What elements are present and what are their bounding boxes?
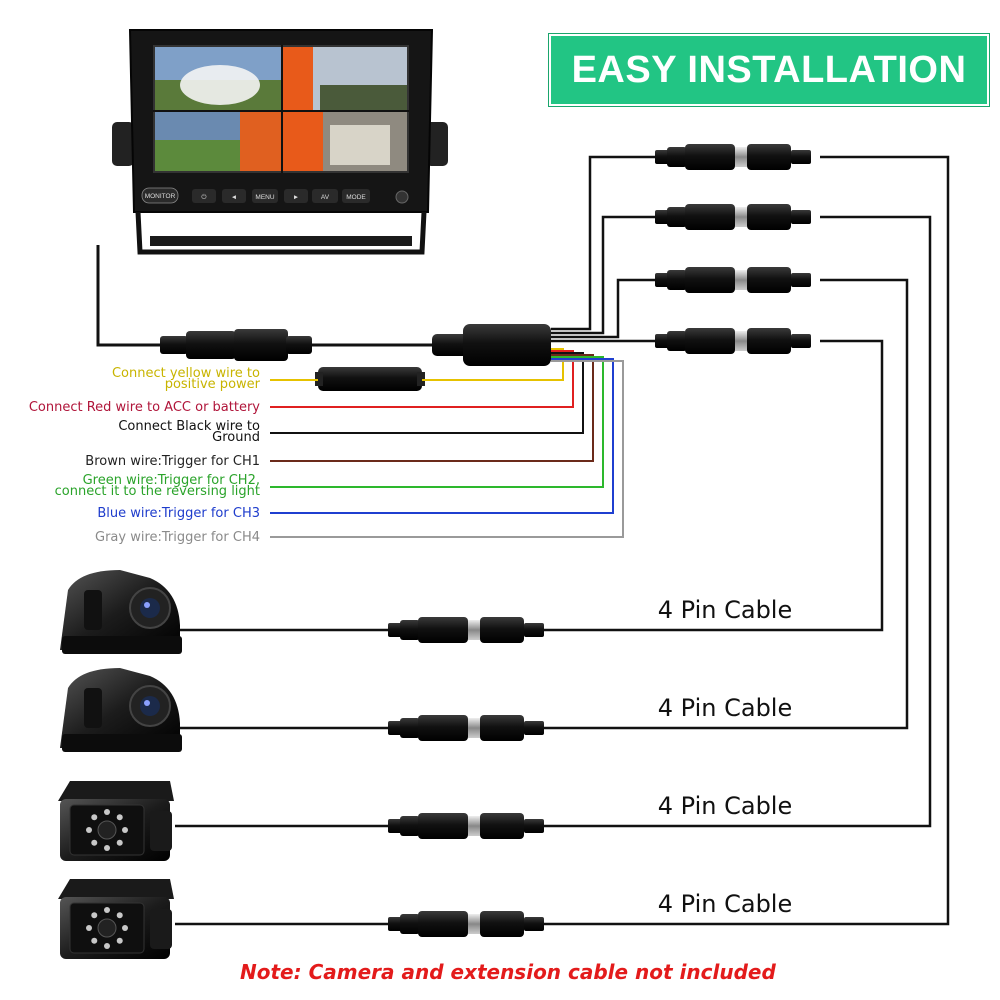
ch2-trunk-cable: [551, 215, 660, 335]
fuse-holder: [315, 367, 425, 391]
red-wire-label-line: Connect Red wire to ACC or battery: [29, 400, 260, 415]
brown-wire-label-line: Brown wire:Trigger for CH1: [85, 454, 260, 469]
brown-wire: [270, 354, 594, 462]
ir-camera-2: 4 Pin Cable: [58, 879, 792, 959]
ir-camera-1: 4 Pin Cable: [58, 781, 792, 861]
wire-harness: [270, 348, 624, 538]
green-wire-label: Green wire:Trigger for CH2,connect it to…: [55, 473, 260, 499]
yellow-wire: [422, 348, 564, 381]
ch2-extension-cable: [540, 215, 932, 828]
splitter-box: [432, 324, 551, 366]
black-wire-label-line: Ground: [212, 430, 260, 445]
blue-wire-label: Blue wire:Trigger for CH3: [97, 506, 260, 521]
header-banner: EASY INSTALLATION: [549, 34, 989, 106]
power-button[interactable]: [192, 189, 216, 203]
dome-camera-1-cable-label: 4 Pin Cable: [658, 596, 792, 624]
monitor: MONITOR ⏻ ◄ MENU ► AV MODE: [112, 29, 448, 255]
dome-camera-1-cable-connector: [388, 617, 544, 643]
green-wire-label-line: connect it to the reversing light: [55, 484, 260, 499]
ir-sensor-icon: [395, 190, 409, 204]
ir-camera-2-cable-connector: [388, 911, 544, 937]
av-connector-ch4: [655, 328, 811, 354]
monitor-stand: [135, 211, 427, 255]
av-connector-ch1: [655, 144, 811, 170]
left-button[interactable]: [222, 189, 246, 203]
cameras: 4 Pin Cable 4 Pin Cable 4 Pin Cable 4 Pin C…: [58, 570, 792, 959]
dome-camera-1: 4 Pin Cable: [60, 570, 792, 654]
ch1-extension-cable: [540, 155, 950, 926]
ch3-extension-cable: [540, 278, 909, 730]
ir-camera-1-cable-label: 4 Pin Cable: [658, 792, 792, 820]
ir-camera-1-cable-connector: [388, 813, 544, 839]
right-button[interactable]: [284, 189, 308, 203]
av-connector-ch2: [655, 204, 811, 230]
blue-wire: [270, 358, 614, 514]
black-wire: [270, 352, 584, 434]
monitor-logo-badge: [141, 187, 179, 204]
mode-button[interactable]: [342, 189, 370, 203]
video-trunk-cables: [540, 155, 950, 926]
ir-camera-2-cable-label: 4 Pin Cable: [658, 890, 792, 918]
monitor-button-bar: MONITOR ⏻ ◄ MENU ► AV MODE: [141, 187, 409, 204]
footer-note: Note: Camera and extension cable not inc…: [240, 960, 776, 984]
red-wire: [270, 350, 574, 408]
menu-button-label: MENU: [255, 194, 274, 201]
power-icon: ⏻: [201, 194, 206, 201]
av-connector-ch3: [655, 267, 811, 293]
dome-camera-2-cable-connector: [388, 715, 544, 741]
gray-wire-label-line: Gray wire:Trigger for CH4: [95, 530, 260, 545]
left-arrow-icon: ◄: [231, 194, 237, 201]
monitor-connector: [160, 329, 312, 361]
yellow-wire-label-line: Connect yellow wire to: [112, 366, 260, 381]
black-wire-label-line: Connect Black wire to: [118, 419, 260, 434]
dome-camera-2: 4 Pin Cable: [60, 668, 792, 752]
menu-button[interactable]: [252, 189, 278, 203]
gray-wire-label: Gray wire:Trigger for CH4: [95, 530, 260, 545]
ch4-extension-cable: [540, 339, 884, 632]
gray-wire: [270, 360, 624, 538]
green-wire-label-line: Green wire:Trigger for CH2,: [83, 473, 260, 488]
blue-wire-label-line: Blue wire:Trigger for CH3: [97, 506, 260, 521]
ch3-trunk-cable: [551, 278, 660, 339]
dome-camera-2-cable-label: 4 Pin Cable: [658, 694, 792, 722]
av-button[interactable]: [312, 189, 338, 203]
brown-wire-label: Brown wire:Trigger for CH1: [85, 454, 260, 469]
monitor-logo-text: MONITOR: [145, 193, 176, 200]
ch1-trunk-cable: [551, 155, 660, 331]
mode-button-label: MODE: [346, 194, 366, 201]
av-button-label: AV: [321, 194, 330, 201]
right-arrow-icon: ►: [293, 194, 299, 201]
red-wire-label: Connect Red wire to ACC or battery: [29, 400, 260, 415]
yellow-wire-label-line: positive power: [165, 377, 261, 392]
green-wire: [270, 356, 604, 488]
monitor-av-connectors: [655, 144, 811, 354]
